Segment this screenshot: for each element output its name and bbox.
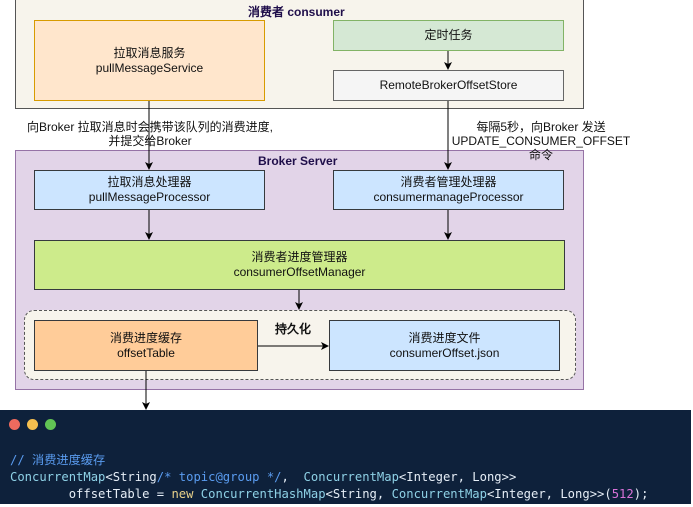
consumer-manage-processor-en: consumermanageProcessor: [373, 190, 524, 204]
consumer-offset-file-cn: 消费进度文件: [408, 330, 481, 345]
code-inline-comment: /* topic@group */: [156, 470, 282, 484]
consumer-offset-manager-cn: 消费者进度管理器: [251, 250, 348, 264]
update-note-line2: UPDATE_CONSUMER_OFFSET: [451, 134, 631, 148]
timer-task-box[interactable]: 定时任务: [333, 20, 564, 51]
code-token: <String,: [325, 487, 392, 501]
pull-message-service-box[interactable]: 拉取消息服务 pullMessageService: [34, 20, 265, 101]
timer-task-label: 定时任务: [424, 28, 473, 42]
pull-message-service-cn: 拉取消息服务: [113, 45, 186, 60]
code-number: 512: [611, 487, 634, 501]
pull-message-processor-cn: 拉取消息处理器: [107, 175, 192, 189]
code-line-2: offsetTable = new ConcurrentHashMap<Stri…: [10, 486, 649, 503]
window-close-dot: [9, 419, 20, 430]
code-line-1: ConcurrentMap<String/* topic@group */, C…: [10, 469, 648, 486]
code-token: <String: [105, 470, 157, 484]
code-token: ConcurrentMap: [303, 470, 399, 484]
consumer-manage-processor-box[interactable]: 消费者管理处理器 consumermanageProcessor: [333, 170, 564, 210]
update-note: 每隔5秒，向Broker 发送 UPDATE_CONSUMER_OFFSET 命…: [450, 120, 632, 162]
pull-note-line1: 向Broker 拉取消息时会携带该队列的消费进度,: [26, 120, 273, 134]
code-token: <Integer, Long>>(: [486, 487, 612, 501]
code-token: <Integer, Long>>: [398, 470, 517, 484]
code-token: ConcurrentMap: [391, 487, 487, 501]
persist-label: 持久化: [275, 322, 312, 336]
pull-message-service-en: pullMessageService: [95, 60, 204, 75]
code-keyword: new: [171, 487, 194, 501]
code-comment: // 消费进度缓存: [10, 453, 106, 467]
offset-table-cn: 消费进度缓存: [109, 330, 182, 345]
update-note-line3: 命令: [528, 148, 553, 162]
window-maximize-dot: [45, 419, 56, 430]
remote-broker-offset-store-label: RemoteBrokerOffsetStore: [379, 78, 518, 92]
consumer-offset-file-box[interactable]: 消费进度文件 consumerOffset.json: [329, 320, 560, 371]
code-token: );: [633, 487, 649, 501]
update-note-line1: 每隔5秒，向Broker 发送: [476, 120, 606, 134]
pull-note-line2: 并提交给Broker: [108, 134, 192, 148]
code-token: ,: [281, 470, 304, 484]
remote-broker-offset-store-box[interactable]: RemoteBrokerOffsetStore: [333, 70, 564, 101]
code-indent: [10, 487, 69, 501]
offset-table-box[interactable]: 消费进度缓存 offsetTable: [34, 320, 258, 371]
consumer-offset-manager-box[interactable]: 消费者进度管理器 consumerOffsetManager: [34, 240, 565, 290]
pull-message-processor-en: pullMessageProcessor: [88, 190, 211, 204]
broker-server-title: Broker Server: [258, 154, 338, 168]
consumer-offset-file-en: consumerOffset.json: [389, 345, 500, 360]
code-token: ConcurrentMap: [10, 470, 106, 484]
consumer-manage-processor-cn: 消费者管理处理器: [400, 175, 497, 189]
window-minimize-dot: [27, 419, 38, 430]
code-token: offsetTable =: [68, 487, 172, 501]
offset-table-en: offsetTable: [117, 345, 175, 360]
consumer-offset-manager-en: consumerOffsetManager: [233, 265, 366, 279]
pull-message-processor-box[interactable]: 拉取消息处理器 pullMessageProcessor: [34, 170, 265, 210]
pull-note: 向Broker 拉取消息时会携带该队列的消费进度, 并提交给Broker: [22, 120, 278, 148]
code-token: ConcurrentHashMap: [193, 487, 326, 501]
consumer-group-title: 消费者 consumer: [248, 5, 345, 19]
